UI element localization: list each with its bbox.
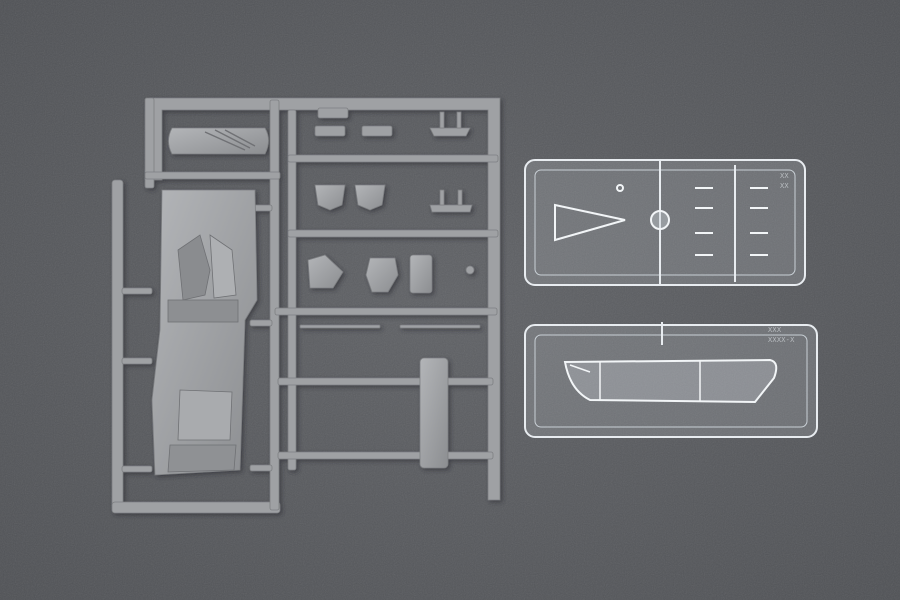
runner xyxy=(277,451,494,460)
clear-sprue-code-2: XXXX-X xyxy=(768,336,795,344)
runner xyxy=(249,319,273,327)
small-part xyxy=(361,125,393,137)
fuselage-detail xyxy=(167,299,239,323)
canopy-part xyxy=(563,358,778,404)
sprue-mid-vertical xyxy=(287,109,297,471)
small-part xyxy=(457,189,463,206)
runner xyxy=(287,154,499,163)
strut-part xyxy=(409,254,433,294)
sprue-middle-rail xyxy=(269,99,280,511)
clear-sprue-code-1: XX xyxy=(780,172,789,180)
grey-sprue xyxy=(111,97,501,514)
clear-lens-part xyxy=(650,210,670,230)
clear-sprue-code-2: XX xyxy=(780,182,789,190)
sprue-bottom-rail xyxy=(111,501,281,514)
small-part xyxy=(456,111,462,129)
runner xyxy=(121,357,153,365)
small-part xyxy=(429,127,471,137)
cylinder-detail xyxy=(204,129,256,151)
block-part xyxy=(419,357,449,469)
fuselage-detail xyxy=(177,234,211,301)
wing-fragment-part xyxy=(307,254,344,289)
clear-sprue-top: XX XX xyxy=(524,159,806,286)
small-part xyxy=(314,125,346,137)
cylinder-part xyxy=(168,127,269,155)
fuselage-detail xyxy=(177,389,233,441)
seat-part xyxy=(354,184,386,211)
rod-part xyxy=(399,324,481,329)
runner xyxy=(121,287,153,295)
runner xyxy=(287,229,499,238)
runner xyxy=(144,171,281,180)
clear-frame xyxy=(524,324,818,438)
fuselage-detail xyxy=(209,234,237,299)
runner xyxy=(249,464,273,472)
clear-small-parts xyxy=(616,184,768,256)
clear-sprue-code-1: XXX xyxy=(768,326,782,334)
sprue-left-upper-rail xyxy=(144,97,155,189)
rod-part xyxy=(299,324,381,329)
runner xyxy=(277,377,494,386)
seat-part xyxy=(314,184,346,211)
small-part xyxy=(317,107,349,119)
runner xyxy=(121,465,153,473)
clear-sprue-bottom: XXX XXXX-X xyxy=(524,322,818,438)
gear-part xyxy=(365,257,399,293)
canopy-frame-part xyxy=(554,203,626,242)
knob-part xyxy=(465,265,475,275)
sprue-left-rail xyxy=(111,179,124,511)
runner xyxy=(274,307,498,316)
small-part xyxy=(439,111,445,129)
small-part xyxy=(439,189,445,206)
fuselage-detail xyxy=(167,444,237,473)
small-part xyxy=(429,204,473,213)
